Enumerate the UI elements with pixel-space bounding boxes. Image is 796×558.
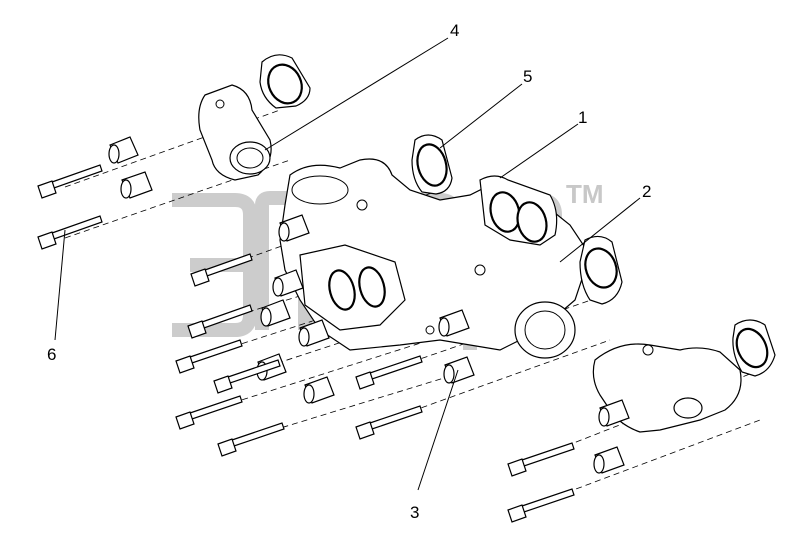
bolts xyxy=(37,164,575,523)
spacer-tube xyxy=(303,376,335,404)
flange-gasket-part-5 xyxy=(411,134,453,195)
callout-label-3: 3 xyxy=(410,503,419,522)
flange-gasket-part-2 xyxy=(579,235,623,305)
bolt xyxy=(175,339,243,374)
bolt xyxy=(217,422,285,457)
spacer-tube xyxy=(272,269,304,297)
bolt xyxy=(507,442,575,477)
spacer-tube xyxy=(278,214,310,242)
spacer-tube xyxy=(298,319,330,347)
bolt xyxy=(213,359,281,394)
callout-label-4: 4 xyxy=(450,21,459,40)
callout-label-5: 5 xyxy=(523,67,532,86)
bolt xyxy=(175,395,243,430)
spacer-tube xyxy=(438,309,470,337)
bolt xyxy=(355,405,423,440)
bolt xyxy=(37,215,103,250)
spacer-tube xyxy=(260,299,291,327)
elbow-outlet-part-4 xyxy=(198,54,311,181)
leader-lines xyxy=(54,37,641,491)
spacer-tube xyxy=(120,171,153,199)
bolt xyxy=(355,355,423,390)
callout-label-2: 2 xyxy=(642,182,651,201)
spacer-tube xyxy=(443,356,475,384)
bolt xyxy=(507,488,575,523)
bolt xyxy=(187,304,253,339)
spacer-tube xyxy=(598,399,630,427)
spacer-tubes xyxy=(108,136,630,474)
callout-label-6: 6 xyxy=(47,345,56,364)
watermark-tm: TM xyxy=(566,179,604,209)
callout-label-1: 1 xyxy=(578,108,587,127)
exhaust-manifold-part-1 xyxy=(279,158,591,359)
spacer-tube xyxy=(593,446,625,474)
bolt xyxy=(37,164,103,199)
spacer-tube xyxy=(108,136,139,164)
bolt xyxy=(190,253,253,287)
elbow-outlet-lower-right xyxy=(592,319,776,433)
